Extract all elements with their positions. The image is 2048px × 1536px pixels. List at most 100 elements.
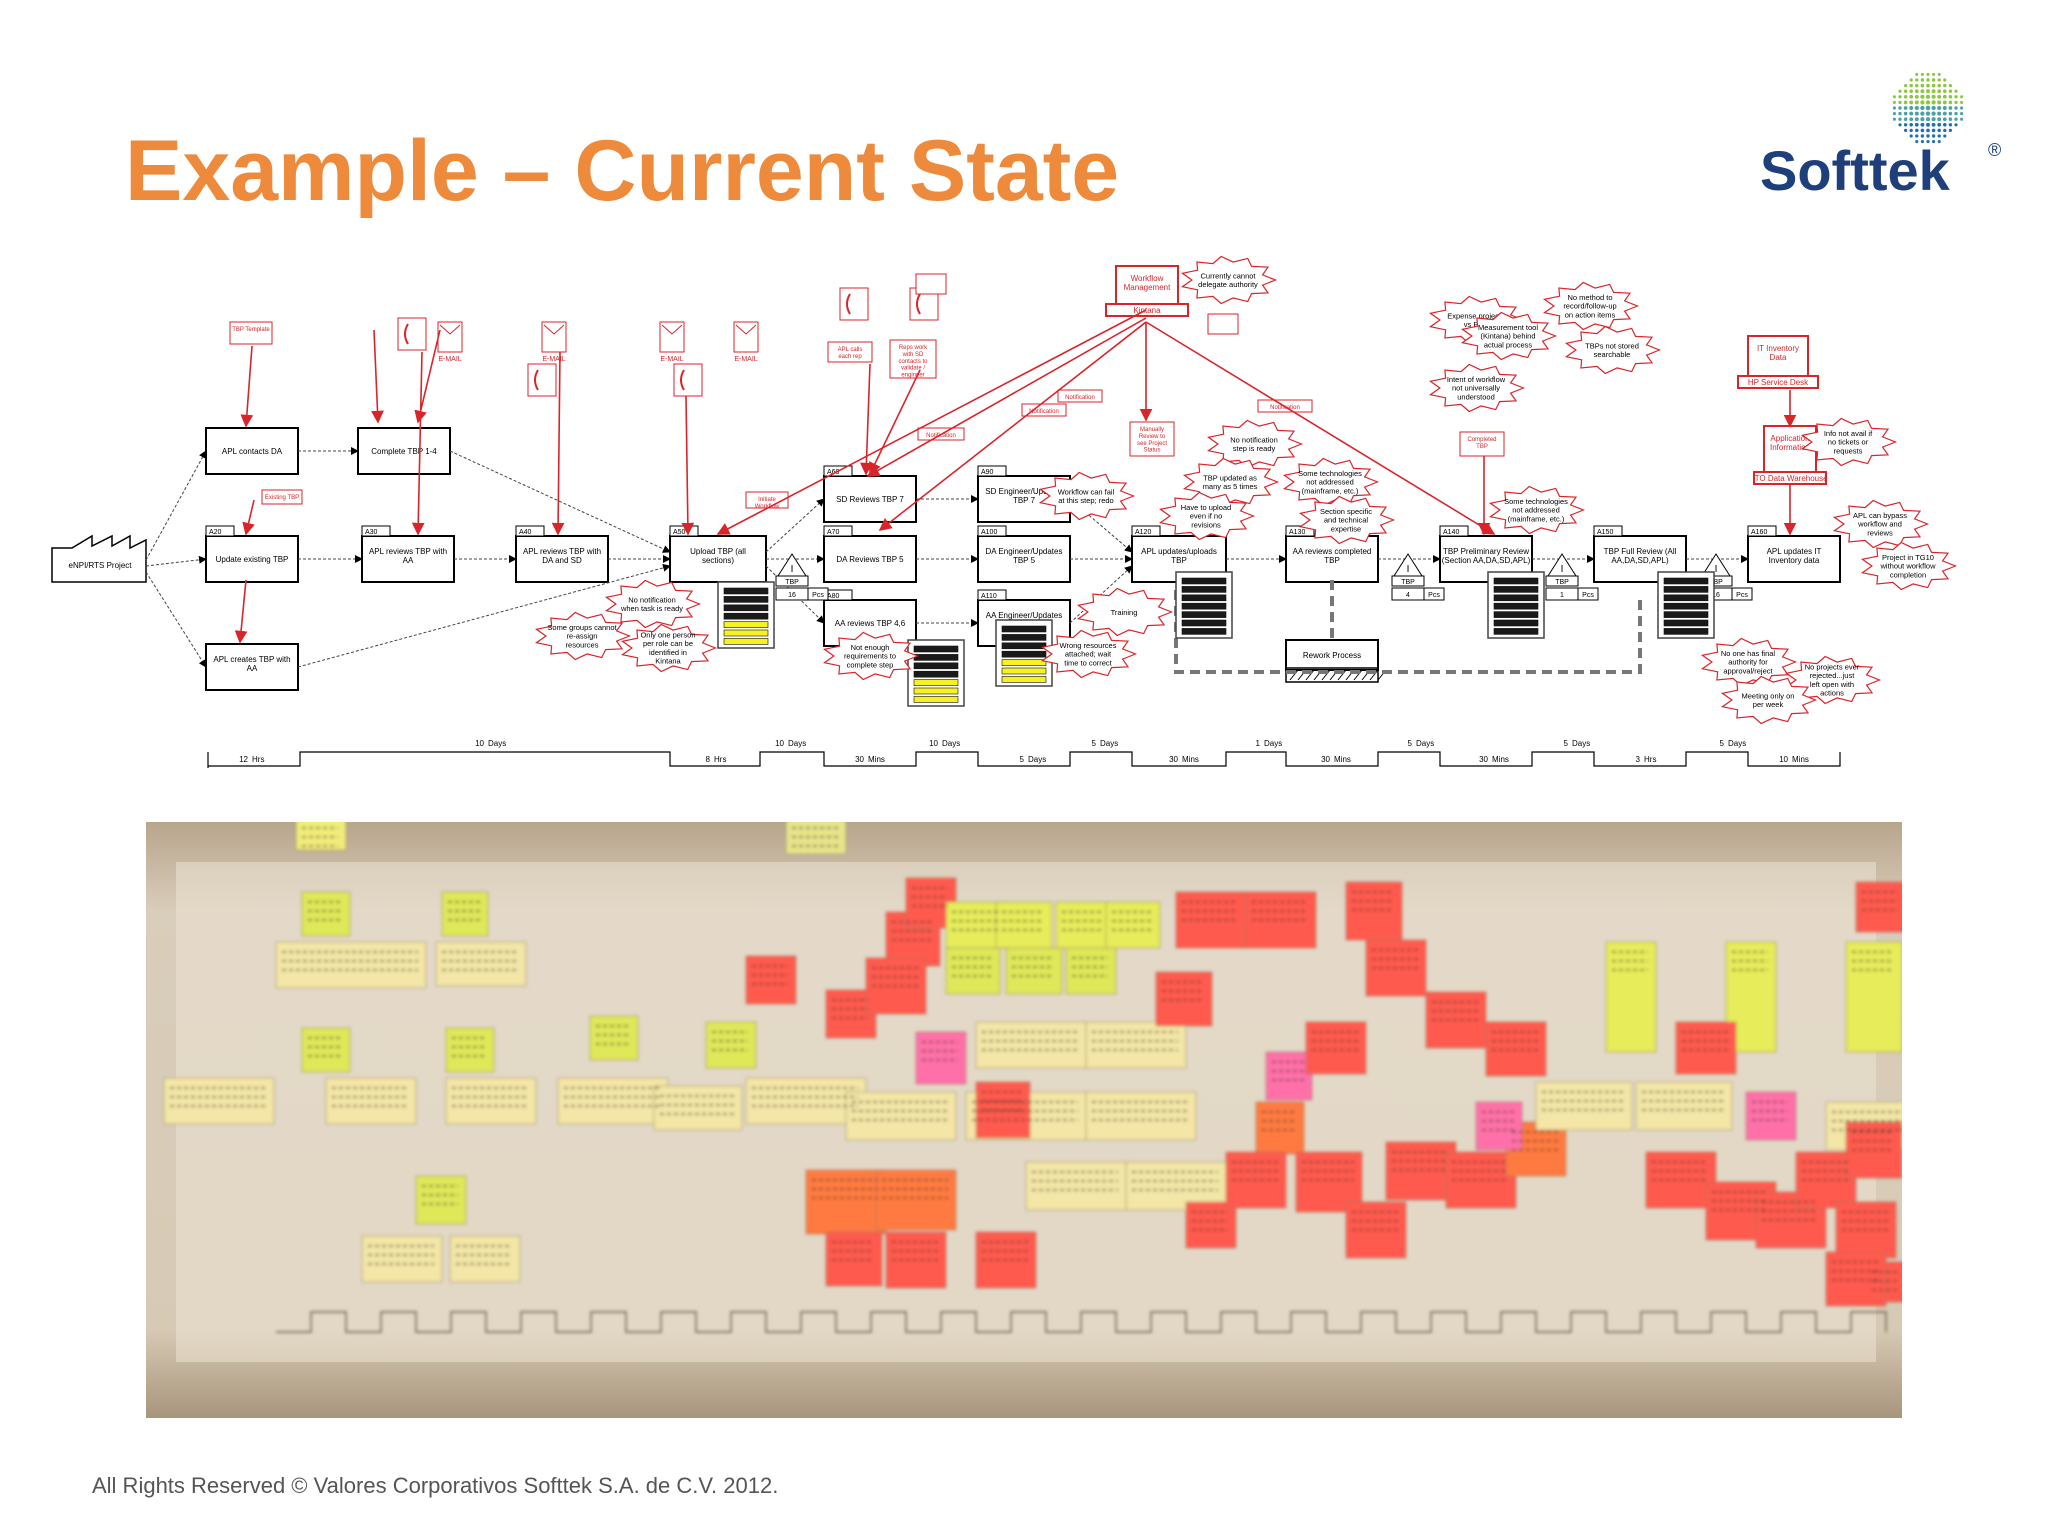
info-item: E-MAIL [438, 322, 462, 363]
process-label: AA reviews TBP 4,6 [835, 619, 906, 628]
sticky-note [1256, 1102, 1304, 1154]
timeline-wait-value: 10 [775, 739, 784, 748]
timeline-wait-unit: Days [1728, 739, 1746, 748]
sticky-note [450, 1236, 520, 1282]
info-item-label: Notification [1065, 395, 1095, 401]
process-label: APL contacts DA [222, 447, 283, 456]
process-box: A70 DA Reviews TBP 5 [824, 526, 916, 582]
info-item: E-MAIL [734, 322, 758, 363]
timeline-process-unit: Days [1028, 755, 1046, 764]
timeline-process-value: 5 [1020, 755, 1025, 764]
sticky-note [946, 948, 1000, 994]
process-box: A40APL reviews TBP withDA and SD [516, 526, 608, 582]
timeline-wait-unit: Days [1100, 739, 1118, 748]
sticky-note [302, 892, 350, 936]
sticky-note [1086, 1092, 1196, 1140]
timeline-process-value: 30 [855, 755, 864, 764]
sticky-note [326, 1078, 416, 1124]
sticky-note [1746, 1092, 1796, 1140]
sticky-note [436, 942, 526, 986]
sticky-note [446, 1078, 536, 1124]
sticky-note [1066, 948, 1116, 994]
kaizen-burst: Project in TG10without workflowcompletio… [1862, 543, 1955, 590]
process-label: DA Reviews TBP 5 [836, 555, 904, 564]
timeline-wait-unit: Days [1264, 739, 1282, 748]
inventory-i-glyph: I [791, 564, 794, 575]
sticky-note [654, 1086, 742, 1130]
info-flow-arrow [558, 352, 560, 534]
sticky-note [442, 892, 488, 936]
process-id: A150 [1597, 529, 1613, 536]
sticky-note [1086, 1022, 1186, 1068]
sticky-note [1106, 902, 1160, 948]
inventory-unit: Pcs [1736, 592, 1748, 599]
timeline-wait-value: 5 [1564, 739, 1569, 748]
info-flow-arrow [240, 580, 246, 642]
sticky-note [876, 1170, 956, 1230]
inventory-label: TBP [1555, 579, 1569, 586]
inventory-qty: 16 [788, 592, 796, 599]
inventory-triangle: ITBP1Pcs [1546, 554, 1598, 600]
inventory-unit: Pcs [1582, 592, 1594, 599]
timeline-wait-unit: Days [1572, 739, 1590, 748]
timeline-wait-unit: Days [788, 739, 806, 748]
kaizen-burst: No method torecord/follow-upon action it… [1544, 283, 1637, 330]
sticky-note [558, 1078, 668, 1124]
kaizen-burst-text: No notificationstep is ready [1230, 436, 1278, 454]
timeline-process-unit: Mins [1492, 755, 1509, 764]
process-box: APL creates TBP withAA [206, 644, 298, 690]
info-item: TBP Template [230, 322, 272, 344]
process-id: A120 [1135, 529, 1151, 536]
sticky-note [1186, 1202, 1236, 1248]
sticky-note [416, 1176, 466, 1224]
phone-icon [398, 318, 426, 350]
sticky-note [1476, 1102, 1522, 1150]
info-item-label: E-MAIL [542, 356, 565, 363]
sticky-note [916, 1032, 966, 1084]
process-label: Complete TBP 1-4 [371, 447, 437, 456]
kaizen-burst: Intent of workflownot universallyunderst… [1430, 365, 1523, 412]
info-item-label: E-MAIL [734, 356, 757, 363]
timeline-process-value: 10 [1779, 755, 1788, 764]
inbox-stack-icon [996, 620, 1052, 686]
sticky-note [976, 1022, 1086, 1068]
inbox-stack-icon [1176, 572, 1232, 638]
sticky-note [1826, 1252, 1886, 1306]
timeline-process-value: 3 [1636, 755, 1641, 764]
process-id: A70 [827, 529, 840, 536]
sticky-note [786, 822, 846, 854]
phone-icon [674, 364, 702, 396]
inventory-triangle: ITBP4Pcs [1392, 554, 1444, 600]
sticky-note [446, 1028, 494, 1072]
sticky-note [1346, 882, 1402, 940]
timeline-process-value: 30 [1169, 755, 1178, 764]
process-id: A100 [981, 529, 997, 536]
system-box: WorkflowManagementKintana [1106, 266, 1188, 316]
inventory-qty: 4 [1406, 592, 1410, 599]
sticky-note [362, 1236, 442, 1282]
info-flow-arrow [374, 330, 378, 422]
inbox-stack-icon [718, 582, 774, 648]
inbox-stack-icon [1658, 572, 1714, 638]
inventory-triangle: ITBP16Pcs [776, 554, 828, 600]
inbox-stack-icon [908, 640, 964, 706]
sticky-note [806, 1170, 886, 1234]
sticky-note [1006, 948, 1062, 994]
sticky-note [302, 1028, 350, 1072]
wall-photo-sticky-notes [146, 822, 1902, 1418]
info-flow-arrow [246, 500, 254, 534]
process-label: TBP Preliminary Review(Section AA,DA,SD,… [1442, 547, 1531, 565]
process-label: Rework Process [1303, 651, 1361, 660]
inbox-stack-icon [1488, 572, 1544, 638]
system-sub: ITO Data Warehouse [1752, 474, 1828, 483]
kaizen-burst: Currently cannotdelegate authority [1182, 257, 1275, 304]
phone-icon [840, 288, 868, 320]
sticky-note [1606, 942, 1656, 1052]
